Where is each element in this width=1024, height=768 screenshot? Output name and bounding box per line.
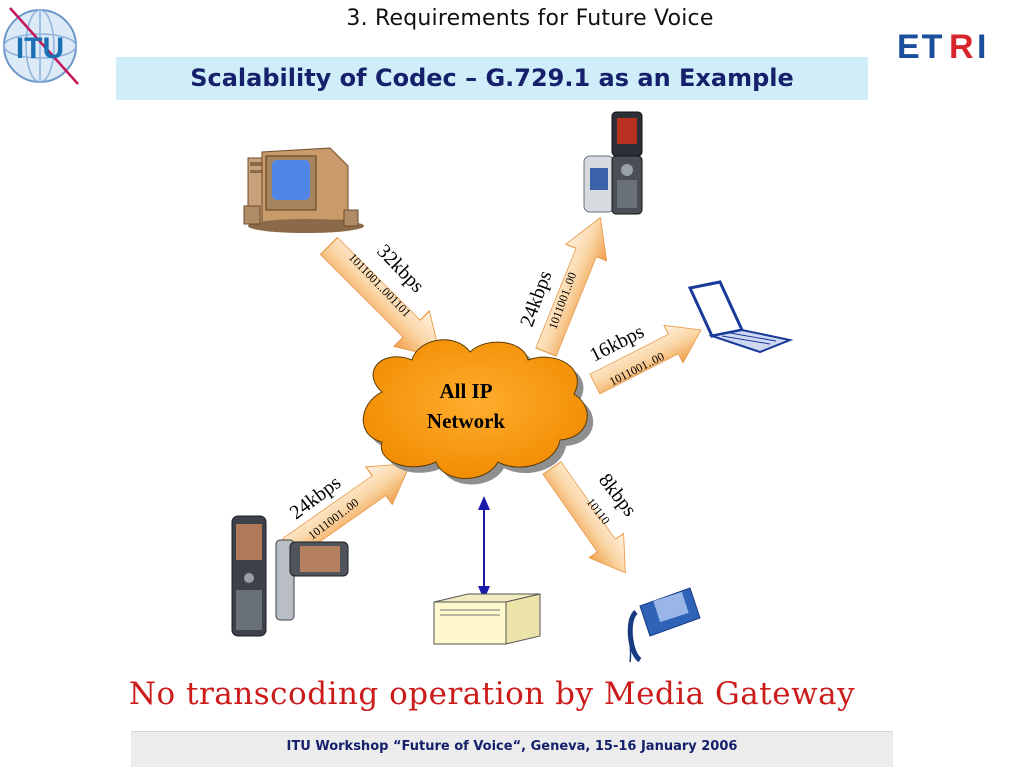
media-gateway-icon <box>433 593 541 645</box>
link-arrow-laptop <box>589 324 702 395</box>
desk-phone-icon <box>627 587 701 663</box>
desktop-computer-icon <box>243 147 364 233</box>
footer-text: ITU Workshop “Future of Voice“, Geneva, … <box>286 739 738 754</box>
laptop-icon <box>687 280 794 354</box>
slide-title: Scalability of Codec – G.729.1 as an Exa… <box>190 64 794 92</box>
flip-phones-icon <box>583 111 643 215</box>
gateway-link <box>478 496 490 600</box>
link-arrow-desk-phone <box>542 461 626 574</box>
footer-bar <box>131 731 893 767</box>
svg-text:I: I <box>977 28 986 64</box>
network-diagram: All IP Network 32kbps 1011001..001101 24… <box>231 111 794 663</box>
link-arrow-flip-phone <box>535 216 608 357</box>
svg-text:ITU: ITU <box>16 32 64 65</box>
etri-logo: ET R I <box>895 28 1020 66</box>
network-label-line2: Network <box>427 409 505 433</box>
title-banner <box>116 57 868 100</box>
svg-text:ET: ET <box>897 28 944 64</box>
section-title: 3. Requirements for Future Voice <box>346 6 714 31</box>
itu-logo: ITU <box>0 0 84 90</box>
mobile-phones-icon <box>231 515 349 637</box>
slide-caption: No transcoding operation by Media Gatewa… <box>128 676 856 712</box>
all-ip-network-cloud: All IP Network <box>362 339 594 485</box>
network-label-line1: All IP <box>439 379 492 403</box>
svg-text:R: R <box>949 28 974 64</box>
